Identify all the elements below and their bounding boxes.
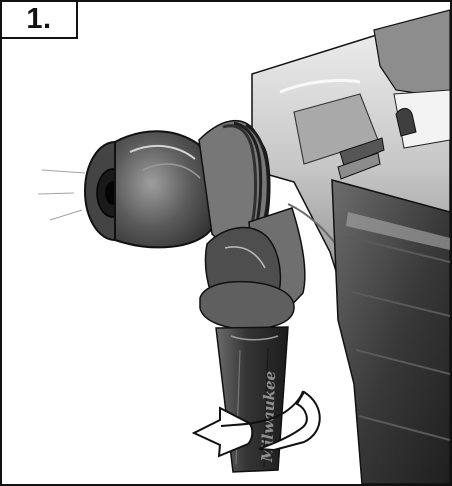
chuck-assembly (37, 120, 271, 249)
handle-brand-text: Milwaukee (258, 371, 279, 464)
motor-housing (331, 179, 450, 484)
step-number-badge: 1. (2, 2, 78, 39)
step-number: 1. (26, 3, 52, 35)
rotate-handle-arrow (191, 390, 321, 458)
